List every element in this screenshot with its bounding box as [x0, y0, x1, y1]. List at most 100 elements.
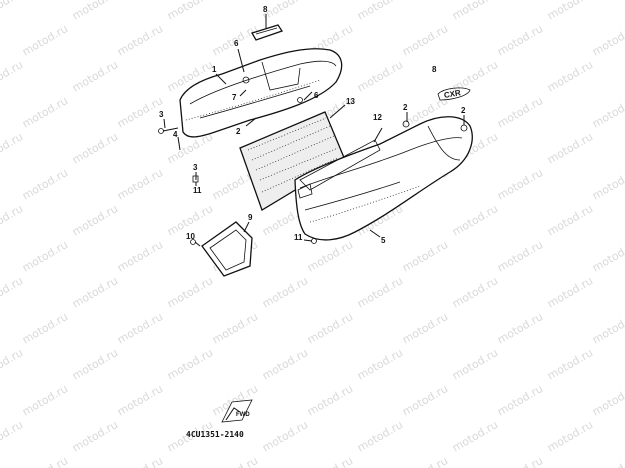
watermark-text: motod.ru	[210, 454, 260, 468]
screw-10	[190, 239, 201, 247]
side-cover-left	[179, 48, 343, 138]
emblem-plate-top	[251, 24, 284, 41]
watermark-text: motod.ru	[20, 166, 70, 202]
callout-11-left: 11	[193, 186, 202, 195]
watermark-text: motod.ru	[305, 238, 355, 274]
screw-3-left	[158, 127, 179, 134]
watermark-text: motod.ru	[0, 202, 25, 238]
watermark-text: motod.ru	[260, 418, 310, 454]
watermark-text: motod.ru	[590, 454, 625, 468]
watermark-text: motod.ru	[590, 22, 625, 58]
watermark-text: motod.ru	[400, 382, 450, 418]
watermark-text: motod.ru	[305, 382, 355, 418]
callout-2-right: 2	[461, 106, 466, 115]
watermark-text: motod.ru	[400, 22, 450, 58]
callout-13: 13	[346, 97, 355, 106]
watermark-text: motod.ru	[20, 310, 70, 346]
watermark-text: motod.ru	[545, 346, 595, 382]
watermark-text: motod.ru	[70, 202, 120, 238]
watermark-text: motod.ru	[0, 0, 25, 23]
callout-8-top: 8	[263, 5, 268, 14]
watermark-text: motod.ru	[355, 274, 405, 310]
watermark-text: motod.ru	[495, 382, 545, 418]
callout-8-right: 8	[432, 65, 437, 74]
emblem-text: CXR	[443, 88, 461, 100]
watermark-text: motod.ru	[450, 418, 500, 454]
watermark-text: motod.ru	[115, 382, 165, 418]
watermark-text: motod.ru	[165, 346, 215, 382]
watermark-text: motod.ru	[545, 202, 595, 238]
callout-9: 9	[248, 213, 253, 222]
watermark-text: motod.ru	[115, 166, 165, 202]
callout-12: 12	[373, 113, 382, 122]
watermark-text: motod.ru	[590, 94, 625, 130]
pad-12	[299, 139, 381, 191]
watermark-text: motod.ru	[355, 418, 405, 454]
watermark-text: motod.ru	[165, 0, 215, 23]
watermark-text: motod.ru	[545, 418, 595, 454]
emblem-right: CXR	[437, 87, 471, 101]
watermark-text: motod.ru	[0, 58, 25, 94]
watermark-text: motod.ru	[590, 310, 625, 346]
watermark-text: motod.ru	[115, 310, 165, 346]
watermark-text: motod.ru	[305, 310, 355, 346]
watermark-text: motod.ru	[260, 0, 310, 23]
watermark-text: motod.ru	[0, 274, 25, 310]
watermark-text: motod.ru	[545, 130, 595, 166]
watermark-text: motod.ru	[450, 202, 500, 238]
watermark-text: motod.ru	[20, 94, 70, 130]
watermark-text: motod.ru	[70, 274, 120, 310]
watermark-text: motod.ru	[20, 22, 70, 58]
watermark-text: motod.ru	[495, 166, 545, 202]
watermark-text: motod.ru	[260, 274, 310, 310]
watermark-text: motod.ru	[305, 454, 355, 468]
callout-10: 10	[186, 232, 195, 241]
watermark-text: motod.ru	[545, 274, 595, 310]
callout-11-bottom: 11	[294, 233, 303, 242]
watermark-text: motod.ru	[495, 454, 545, 468]
watermark-text: motod.ru	[590, 382, 625, 418]
watermark-text: motod.ru	[495, 94, 545, 130]
watermark-text: motod.ru	[355, 58, 405, 94]
small-cover-9	[201, 221, 253, 277]
watermark-text: motod.ru	[20, 238, 70, 274]
diagram-code: 4CU1351-2140	[186, 430, 244, 439]
watermark-text: motod.ru	[0, 418, 25, 454]
callout-6-mid: 6	[314, 91, 319, 100]
fwd-label: FWD	[236, 412, 250, 418]
watermark-text: motod.ru	[115, 22, 165, 58]
watermark-text: motod.ru	[495, 22, 545, 58]
callout-7: 7	[232, 93, 237, 102]
watermark-text: motod.ru	[0, 346, 25, 382]
callout-3-left: 3	[159, 110, 164, 119]
watermark-text: motod.ru	[545, 0, 595, 23]
side-cover-right	[294, 116, 473, 241]
watermark-text: motod.ru	[210, 310, 260, 346]
callout-1: 1	[212, 65, 217, 74]
watermark-text: motod.ru	[165, 274, 215, 310]
watermark-text: motod.ru	[355, 0, 405, 23]
watermark-text: motod.ru	[545, 58, 595, 94]
clip-11-bottom	[311, 238, 317, 244]
watermark-text: motod.ru	[20, 454, 70, 468]
watermark-text: motod.ru	[70, 58, 120, 94]
watermark-text: motod.ru	[70, 418, 120, 454]
watermark-text: motod.ru	[590, 166, 625, 202]
watermark-text: motod.ru	[260, 346, 310, 382]
callouts: 8 6 1 7 3 4 6 13 2 3 11 8 2 2 12 9 10 11…	[159, 5, 466, 245]
watermark-text: motod.ru	[400, 238, 450, 274]
callout-2-left: 2	[236, 127, 241, 136]
watermark-text: motod.ru	[355, 346, 405, 382]
watermark-text: motod.ru	[400, 454, 450, 468]
watermark-text: motod.ru	[115, 238, 165, 274]
watermark-text: motod.ru	[450, 0, 500, 23]
watermark-text: motod.ru	[70, 130, 120, 166]
callout-4: 4	[173, 130, 178, 139]
fwd-arrow-icon: FWD	[221, 399, 253, 423]
watermark-text: motod.ru	[70, 346, 120, 382]
watermark-text: motod.ru	[0, 130, 25, 166]
watermark-text: motod.ru	[495, 310, 545, 346]
leader-lines	[163, 48, 465, 242]
callout-6: 6	[234, 39, 239, 48]
